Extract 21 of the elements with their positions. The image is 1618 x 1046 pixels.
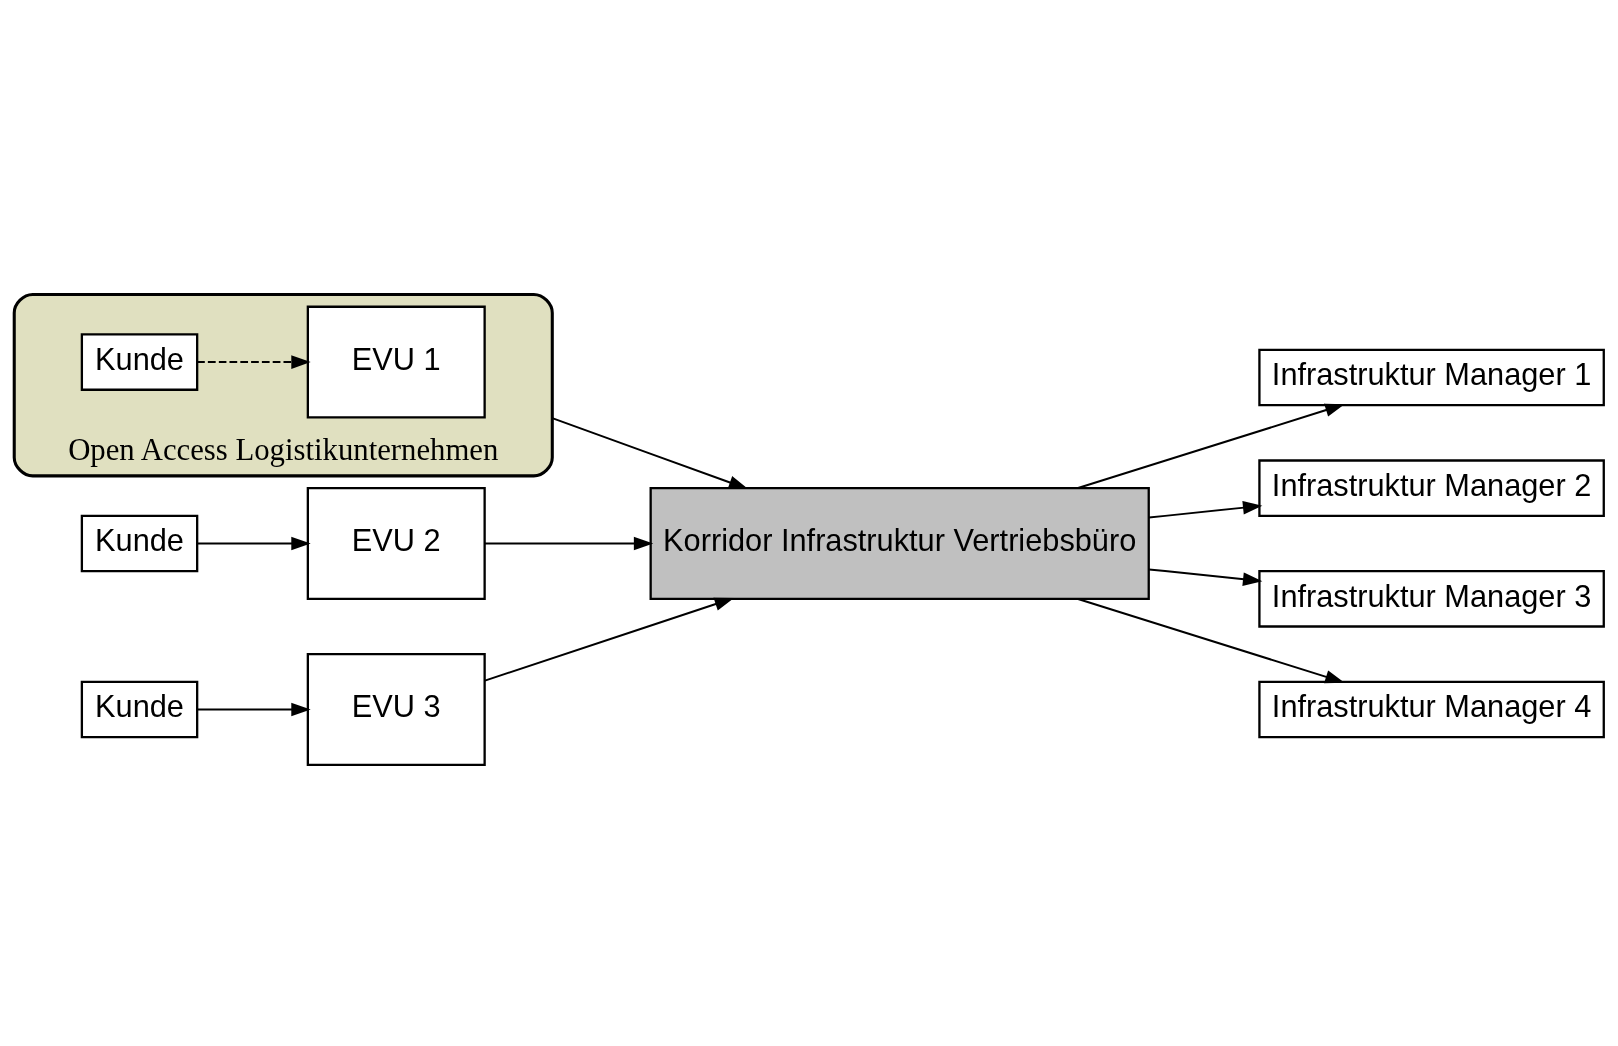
arrow [483, 597, 735, 682]
node-box: EVU 1 [306, 305, 486, 419]
node-box: Infrastruktur Manager 4 [1258, 680, 1605, 738]
arrow [196, 702, 311, 716]
node-box: Infrastruktur Manager 2 [1258, 458, 1605, 517]
node-box: Infrastruktur Manager 1 [1258, 348, 1605, 406]
node-box: Kunde [80, 514, 199, 572]
arrow [1148, 500, 1263, 519]
node-box: EVU 2 [306, 486, 486, 600]
arrow [1148, 567, 1263, 586]
arrow [1077, 403, 1345, 489]
node-box: Korridor Infrastruktur Vertriebsbüro [649, 486, 1150, 600]
arrow [196, 354, 311, 369]
node-box: Kunde [80, 680, 199, 738]
arrow [1077, 597, 1345, 683]
arrow [196, 536, 311, 550]
arrow [551, 416, 749, 489]
node-box: Kunde [80, 332, 199, 391]
arrow [483, 536, 654, 550]
node-box: EVU 3 [306, 652, 486, 766]
node-box: Infrastruktur Manager 3 [1258, 569, 1605, 628]
